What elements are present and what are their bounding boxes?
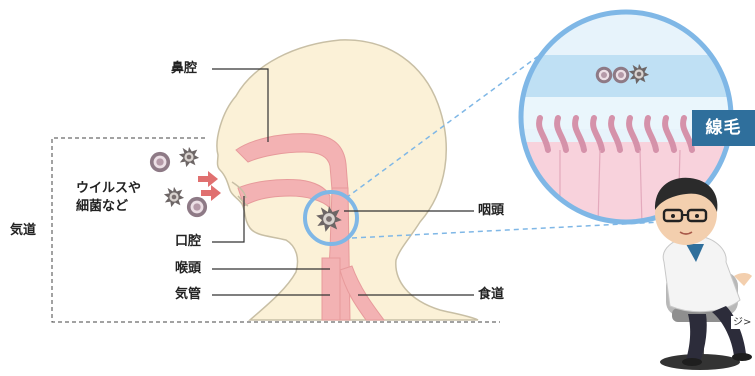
label-airway: 気道 (10, 223, 36, 239)
cropped-link-text[interactable]: ジ> (731, 316, 753, 329)
doctor-illustration (655, 178, 752, 370)
label-oral-cavity: 口腔 (175, 234, 201, 250)
label-nasal-cavity: 鼻腔 (171, 61, 197, 77)
virus-icon (164, 187, 184, 207)
virus-icon (596, 67, 613, 84)
label-esophagus: 食道 (478, 287, 504, 303)
label-larynx: 喉頭 (175, 261, 201, 277)
cilia-badge: 線毛 (692, 110, 755, 146)
label-virus-line1: ウイルスや (76, 180, 141, 198)
virus-icon (179, 147, 199, 167)
virus-icon (613, 67, 630, 84)
label-pharynx: 咽頭 (478, 203, 504, 219)
label-virus-line2: 細菌など (76, 198, 141, 216)
virus-icon (187, 197, 207, 217)
inhale-arrows (198, 171, 221, 201)
label-trachea: 気管 (175, 287, 201, 303)
label-virus: ウイルスや 細菌など (76, 180, 141, 216)
arrow-icon (198, 171, 218, 187)
virus-icon (150, 152, 170, 172)
arrow-icon (201, 185, 221, 201)
